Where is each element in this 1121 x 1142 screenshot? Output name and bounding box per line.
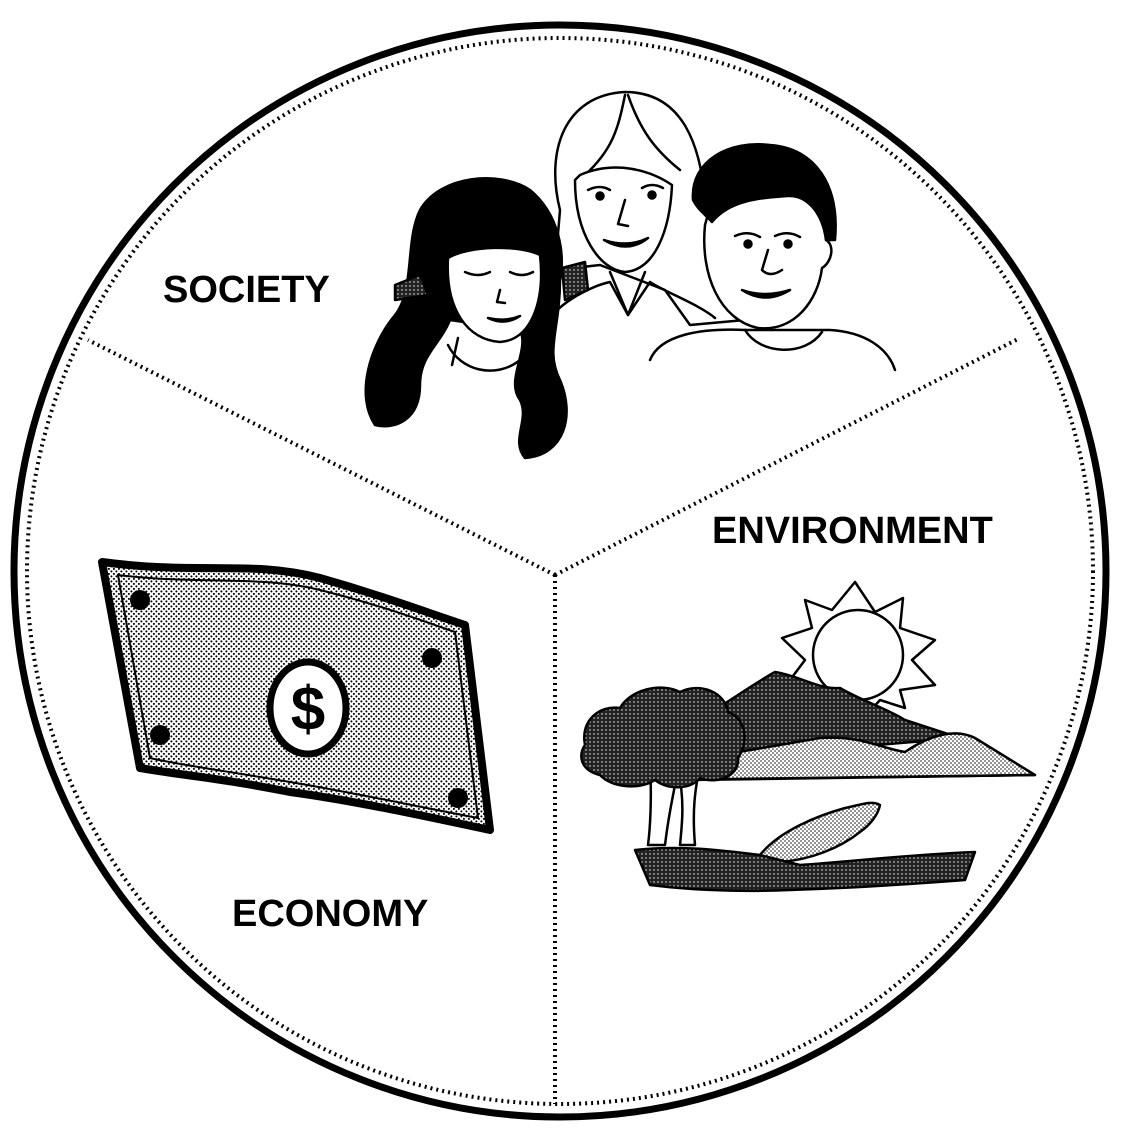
section-dividers <box>87 336 1021 1104</box>
bill-corner-dot <box>448 788 468 808</box>
bill-corner-dot <box>130 590 150 610</box>
landscape-illustration <box>580 580 1037 893</box>
environment-label: ENVIRONMENT <box>712 510 993 552</box>
economy-label: ECONOMY <box>232 893 428 935</box>
dollar-bill-illustration: $ <box>98 558 494 834</box>
inner-dotted-ring <box>25 36 1095 1106</box>
fish <box>750 801 882 877</box>
shore <box>633 846 977 893</box>
tree-canopy <box>580 686 746 789</box>
people-illustration <box>364 90 897 460</box>
outer-circle <box>10 21 1110 1121</box>
mountain-front <box>688 732 1037 782</box>
bill-corner-dot <box>422 648 442 668</box>
dollar-sign: $ <box>291 675 325 744</box>
mountain-back <box>698 670 962 762</box>
bill-seal <box>266 658 350 758</box>
society-label: SOCIETY <box>163 269 330 311</box>
bill-corner-dot <box>150 725 170 745</box>
